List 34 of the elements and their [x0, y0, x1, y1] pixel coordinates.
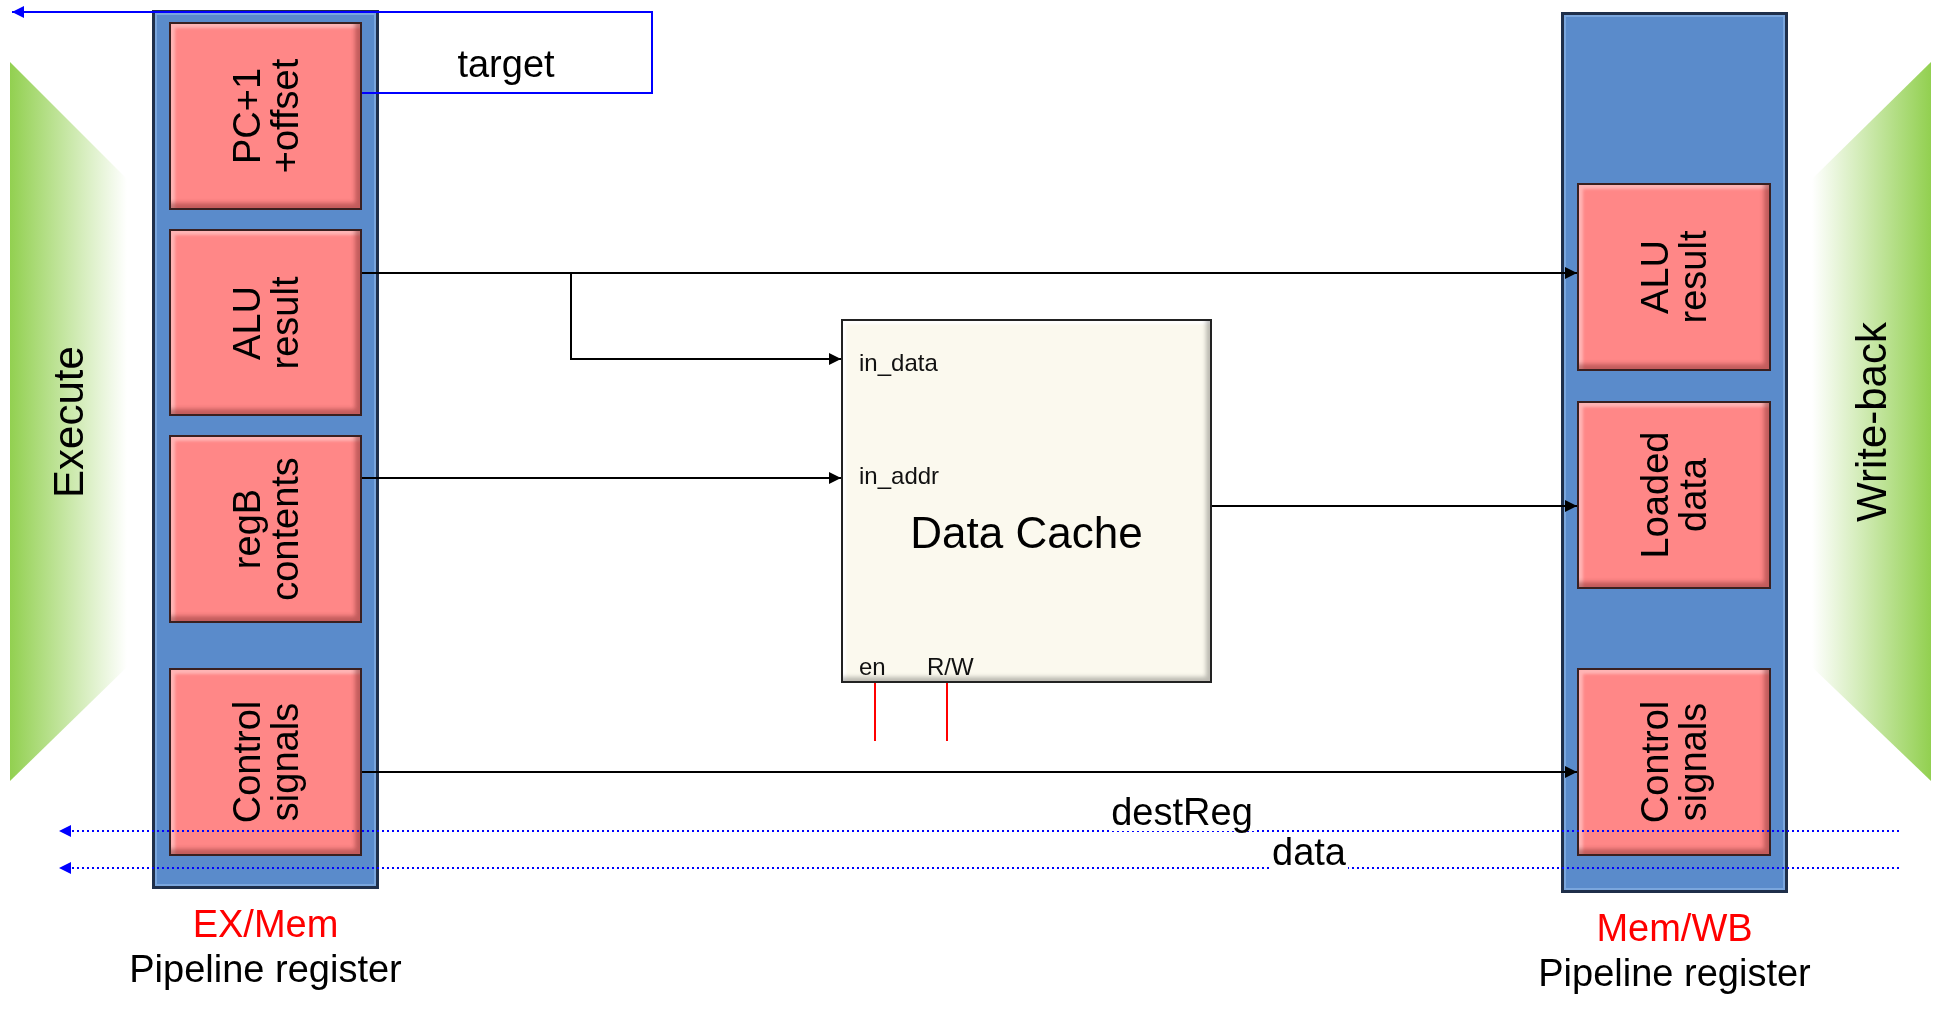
register-field: [169, 435, 362, 623]
register-caption: Pipeline register: [1538, 953, 1811, 995]
register-field: [1577, 401, 1771, 589]
arrow: [58, 862, 1900, 874]
field-label: ALU result: [227, 275, 304, 371]
register-field: [1577, 668, 1771, 856]
register-field: [1577, 183, 1771, 371]
register-field: [169, 22, 362, 210]
port-label: R/W: [927, 655, 974, 679]
register-name: EX/Mem: [192, 904, 339, 946]
port-label: in_data: [859, 351, 938, 375]
register-field: [169, 668, 362, 856]
arrow: [361, 472, 842, 484]
port-label: in_addr: [859, 464, 940, 488]
stage-label: Write-back: [1850, 320, 1893, 524]
signal-line: [874, 682, 876, 742]
field-label: Control signals: [1636, 699, 1712, 826]
port-label: en: [859, 655, 886, 679]
field-label: Loaded data: [1636, 430, 1712, 561]
cache-block: [841, 319, 1212, 683]
block-title: Data Cache: [910, 511, 1143, 555]
arrow: [361, 766, 1578, 778]
arrow: [11, 6, 653, 94]
stage-label: Execute: [47, 344, 90, 500]
field-label: ALU result: [1636, 229, 1712, 326]
field-label: Control signals: [227, 699, 304, 826]
register-field: [169, 229, 362, 416]
register-caption: Pipeline register: [129, 949, 402, 991]
register-name: Mem/WB: [1596, 908, 1753, 950]
arrow: [58, 825, 1900, 837]
arrow: [1211, 500, 1578, 512]
field-label: regB contents: [227, 456, 304, 603]
signal-line: [946, 682, 948, 742]
field-label: PC+1 +offset: [227, 57, 304, 176]
